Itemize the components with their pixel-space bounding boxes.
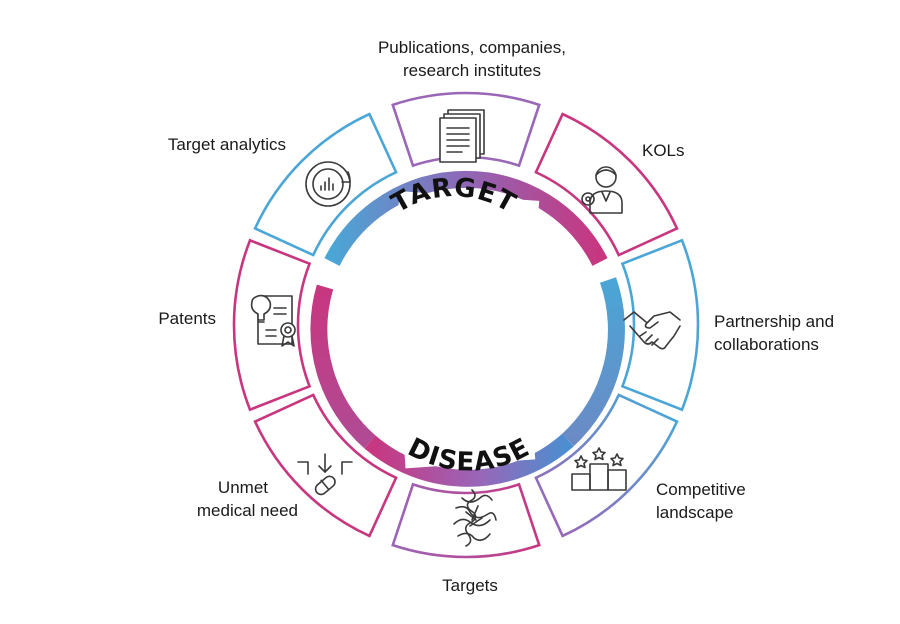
label-publications: Publications, companies, research instit… bbox=[322, 36, 622, 82]
label-kols: KOLs bbox=[642, 139, 685, 162]
label-targets-line1: Targets bbox=[442, 576, 498, 595]
label-patents: Patents bbox=[96, 307, 216, 330]
inner-ring-top-arc bbox=[324, 170, 608, 266]
label-publications-line2: research institutes bbox=[403, 61, 541, 80]
label-competitive-line1: Competitive bbox=[656, 480, 746, 499]
label-unmet-line2: medical need bbox=[196, 501, 298, 520]
segment-partnership bbox=[620, 238, 700, 412]
label-competitive-line2: landscape bbox=[656, 503, 734, 522]
pill-arrow-icon bbox=[297, 453, 353, 496]
inner-ring-right-arc bbox=[562, 277, 625, 447]
segment-kols bbox=[534, 112, 679, 257]
label-targets: Targets bbox=[390, 574, 550, 597]
certificate-bulb-icon bbox=[250, 294, 296, 347]
label-unmet: Unmet medical need bbox=[120, 476, 298, 522]
protein-structure-icon bbox=[453, 489, 497, 547]
label-partnership-line1: Partnership and bbox=[714, 312, 835, 331]
person-gear-icon bbox=[581, 166, 623, 214]
label-kols-line1: KOLs bbox=[642, 141, 685, 160]
podium-stars-icon bbox=[571, 447, 627, 491]
documents-icon bbox=[439, 109, 485, 163]
label-competitive: Competitive landscape bbox=[656, 478, 746, 524]
inner-ring-left-arc bbox=[310, 284, 376, 449]
label-partnership-line2: collaborations bbox=[714, 335, 819, 354]
label-publications-line1: Publications, companies, bbox=[377, 38, 567, 57]
outer-segments bbox=[232, 91, 700, 559]
analytics-chart-icon bbox=[305, 161, 351, 207]
segment-patents bbox=[232, 238, 312, 412]
label-analytics-line1: Target analytics bbox=[167, 135, 286, 154]
segment-competitive bbox=[534, 393, 679, 538]
inner-ring bbox=[310, 170, 625, 487]
label-partnership: Partnership and collaborations bbox=[714, 310, 834, 356]
inner-ring-bottom-arc bbox=[364, 433, 574, 487]
label-patents-line1: Patents bbox=[158, 309, 216, 328]
label-unmet-line1: Unmet bbox=[217, 478, 268, 497]
handshake-icon bbox=[623, 311, 681, 350]
label-analytics: Target analytics bbox=[84, 133, 286, 156]
